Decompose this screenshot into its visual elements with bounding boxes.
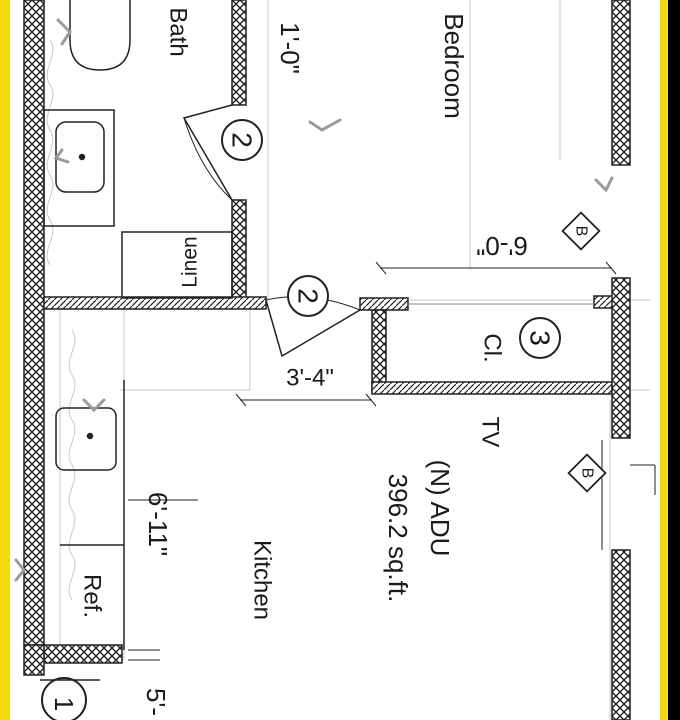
- annotation-arrows: [14, 18, 614, 582]
- dim-kitchen: 6'-11": [143, 492, 173, 556]
- door-tag-bath: 2: [221, 119, 263, 161]
- room-label-bedroom: Bedroom: [439, 13, 469, 119]
- wall-bottom-left-post: [23, 644, 45, 676]
- room-label-bath: Bath: [165, 7, 192, 56]
- wall-left-exterior: [23, 0, 45, 646]
- linen-closet: [121, 231, 233, 299]
- wall-horizontal-kitchen: [43, 296, 267, 310]
- dimension-lines: [128, 261, 656, 661]
- room-label-tv: TV: [477, 417, 504, 448]
- frame-yellow-strip-right: [662, 0, 668, 720]
- door-tag-hall: 2: [287, 275, 329, 317]
- dim-bottom: 5'-: [141, 688, 171, 716]
- room-label-linen: Linen: [179, 236, 202, 287]
- section-tag-top-label: B: [573, 226, 590, 237]
- wall-closet-left-cap: [359, 297, 409, 311]
- construction-lines: [46, 0, 650, 720]
- wall-closet-left: [371, 309, 387, 393]
- room-label-kitchen: Kitchen: [249, 540, 276, 620]
- bottom-left-tag-label: 1: [49, 697, 79, 711]
- wall-bath-bedroom-upper: [231, 0, 247, 106]
- adu-label-line2: 396.2 sq.ft.: [383, 474, 413, 603]
- dim-hall: 3'-4": [286, 365, 334, 392]
- wall-right-middle: [611, 277, 631, 439]
- bottom-left-tag: 1: [40, 677, 100, 720]
- section-tag-mid: B: [567, 453, 607, 493]
- room-label-ref: Ref.: [79, 574, 106, 618]
- door-tag-hall-label: 2: [293, 288, 324, 304]
- bath-door: [182, 104, 233, 201]
- section-tag-top: B: [561, 211, 601, 251]
- kitchen-sink-fixture: [55, 407, 117, 471]
- door-tag-bath-label: 2: [227, 132, 258, 148]
- wall-closet-bottom: [371, 381, 613, 395]
- paper: [10, 0, 660, 720]
- closet-tag-label: 3: [525, 330, 556, 346]
- closet-tag: 3: [519, 317, 561, 359]
- wall-right-upper: [611, 0, 631, 166]
- dim-bath-top: 1'-0": [275, 22, 305, 74]
- section-tag-mid-label: B: [579, 468, 596, 479]
- dim-bedroom-width: 6'-0": [476, 231, 528, 261]
- wall-bath-bedroom-lower: [231, 199, 247, 301]
- wall-right-lower: [611, 549, 631, 720]
- room-label-closet: Cl.: [479, 333, 506, 362]
- wall-bottom-left: [43, 644, 123, 664]
- kitchen-counter: [60, 380, 125, 650]
- frame-edge-right: [666, 0, 680, 720]
- adu-label-line1: (N) ADU: [425, 460, 455, 557]
- toilet-fixture: [69, 0, 131, 71]
